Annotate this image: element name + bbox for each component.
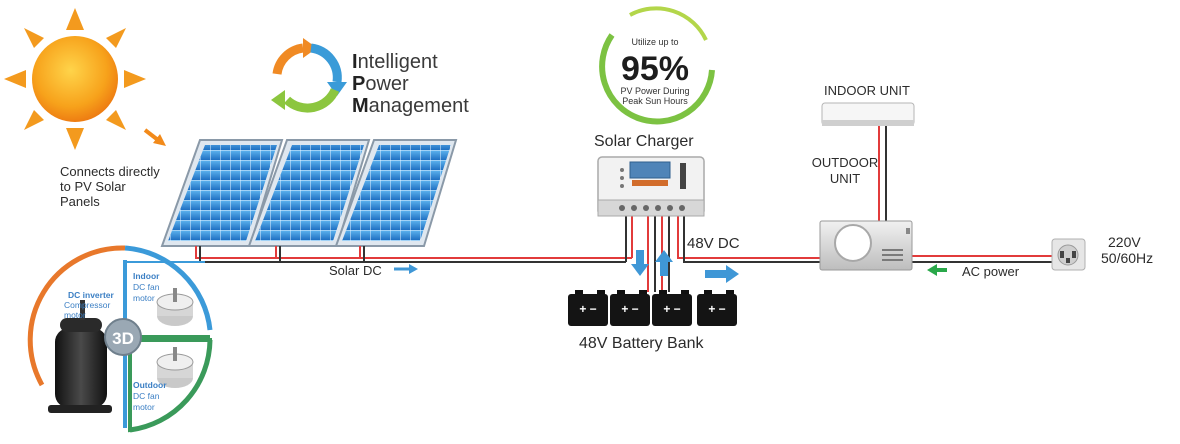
indoor-fan-motor-icon	[156, 288, 194, 326]
up-arrow-icon	[655, 250, 673, 276]
indoor-fan-label-1: Indoor	[133, 271, 160, 281]
dc48-label: 48V DC	[687, 235, 740, 252]
connects-line-3: Panels	[60, 194, 100, 209]
outdoor-fan-motor-icon	[156, 347, 194, 388]
outdoor-fan-label-1: Outdoor	[133, 380, 167, 390]
ac-power-arrow-icon	[927, 264, 947, 276]
outdoor-unit	[819, 220, 913, 271]
solar-dc-arrow-icon	[394, 264, 418, 274]
grid-frequency-label: 50/60Hz	[1101, 250, 1153, 266]
wall-outlet-icon	[1051, 238, 1086, 271]
indoor-fan-label-2: DC fan	[133, 282, 160, 292]
compressor-label-3: motor	[64, 310, 86, 320]
connects-line-1: Connects directly	[60, 164, 160, 179]
power-mgmt-line-1: Intelligent	[352, 51, 438, 73]
solar-panel-2	[247, 139, 371, 247]
sun-ray-arrow-icon	[143, 128, 166, 146]
compressor-label-2: Compressor	[64, 300, 110, 310]
power-mgmt-line-3: Management	[352, 95, 469, 117]
compressor-label-1: DC inverter	[68, 290, 115, 300]
compressor-icon	[48, 300, 112, 413]
outdoor-unit-label-1: OUTDOOR	[812, 155, 878, 170]
outdoor-fan-label-3: motor	[133, 402, 155, 412]
badge-top-text: Utilize up to	[631, 37, 678, 47]
efficiency-badge	[599, 6, 715, 125]
solar-charger-device	[597, 156, 705, 217]
battery-1	[568, 290, 608, 326]
badge-line-2: Peak Sun Hours	[622, 96, 688, 106]
power-mgmt-line-2: Power	[352, 73, 409, 95]
battery-3-terminals: + −	[663, 302, 680, 316]
battery-2	[610, 290, 650, 326]
solar-panel-3	[334, 139, 458, 247]
battery-4-terminals: + −	[708, 302, 725, 316]
battery-bank-label: 48V Battery Bank	[579, 335, 705, 352]
battery-4	[697, 290, 737, 326]
solar-dc-label: Solar DC	[329, 263, 382, 278]
battery-3	[652, 290, 692, 326]
down-arrow-icon	[631, 250, 649, 276]
outdoor-fan-label-2: DC fan	[133, 391, 160, 401]
grid-voltage-label: 220V	[1108, 234, 1141, 250]
motor-3d-label: 3D	[112, 329, 134, 348]
indoor-fan-label-3: motor	[133, 293, 155, 303]
solar-charger-label: Solar Charger	[594, 133, 694, 150]
connects-line-2: to PV Solar	[60, 179, 126, 194]
badge-percentage: 95%	[621, 50, 689, 88]
battery-bank	[568, 290, 737, 326]
indoor-unit	[821, 102, 915, 126]
sun-icon	[4, 8, 146, 150]
ac-power-label: AC power	[962, 264, 1020, 279]
outdoor-unit-label-2: UNIT	[830, 171, 860, 186]
3d-badge-icon	[104, 318, 142, 356]
battery-2-terminals: + −	[621, 302, 638, 316]
right-arrow-icon	[705, 265, 739, 283]
badge-line-1: PV Power During	[620, 86, 689, 96]
recycle-arrows-icon	[271, 38, 347, 113]
battery-1-terminals: + −	[579, 302, 596, 316]
indoor-unit-label: INDOOR UNIT	[824, 83, 910, 98]
